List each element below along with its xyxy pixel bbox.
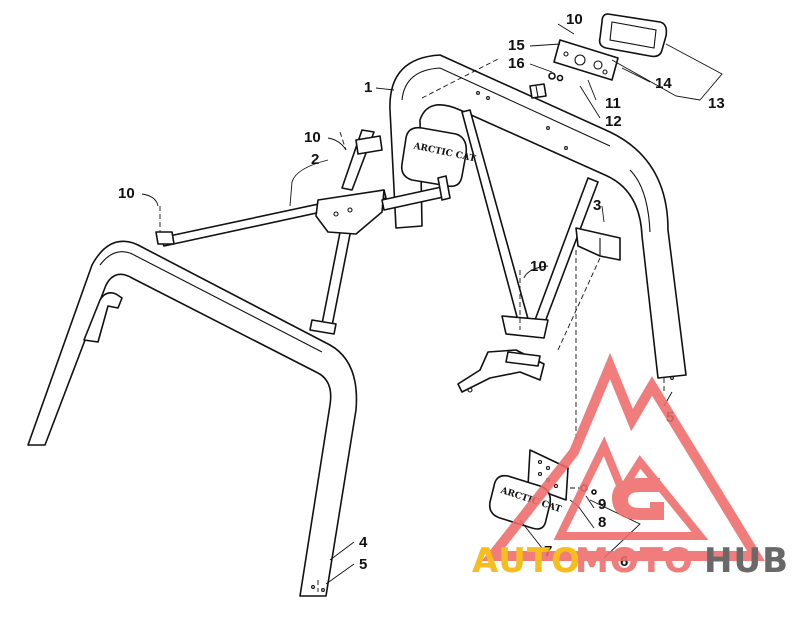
- callout-11: 11: [605, 95, 621, 112]
- callout-10-lower: 10: [530, 258, 547, 275]
- cross-brace: [155, 129, 449, 335]
- callout-15: 15: [508, 37, 525, 54]
- callout-14: 14: [655, 75, 672, 92]
- callout-4: 4: [359, 534, 368, 551]
- callout-10-brace: 10: [304, 129, 321, 146]
- wire-connector: [529, 72, 564, 99]
- watermark-word-2: MOTO: [575, 541, 694, 581]
- callout-16: 16: [508, 55, 525, 72]
- watermark: AUTO MOTO HUB: [472, 352, 789, 581]
- callout-10-left: 10: [118, 185, 135, 202]
- callout-6: 6: [620, 553, 628, 570]
- rear-roll-bar: [389, 54, 687, 380]
- front-roll-bar: [27, 240, 358, 597]
- watermark-word-1: AUTO: [472, 541, 581, 581]
- assembly-lines: [159, 57, 665, 592]
- callout-10-tail-light: 10: [566, 11, 583, 28]
- callout-12: 12: [605, 113, 622, 130]
- callout-labels: 1 2 3 4 5 5 6 7 8 9 10 10 10 10 11 12 13…: [118, 11, 725, 573]
- callout-9: 9: [598, 496, 606, 513]
- lower-light-bracket: [457, 349, 545, 393]
- callout-2: 2: [311, 151, 319, 168]
- callout-3: 3: [593, 197, 601, 214]
- upper-logo-badge: ARCTIC CAT: [400, 126, 477, 201]
- tail-light-assembly: [553, 13, 668, 81]
- callout-13: 13: [708, 95, 725, 112]
- callout-1: 1: [364, 79, 372, 96]
- callout-5-front: 5: [359, 556, 367, 573]
- callout-8: 8: [598, 514, 606, 531]
- watermark-word-3: HUB: [704, 541, 789, 581]
